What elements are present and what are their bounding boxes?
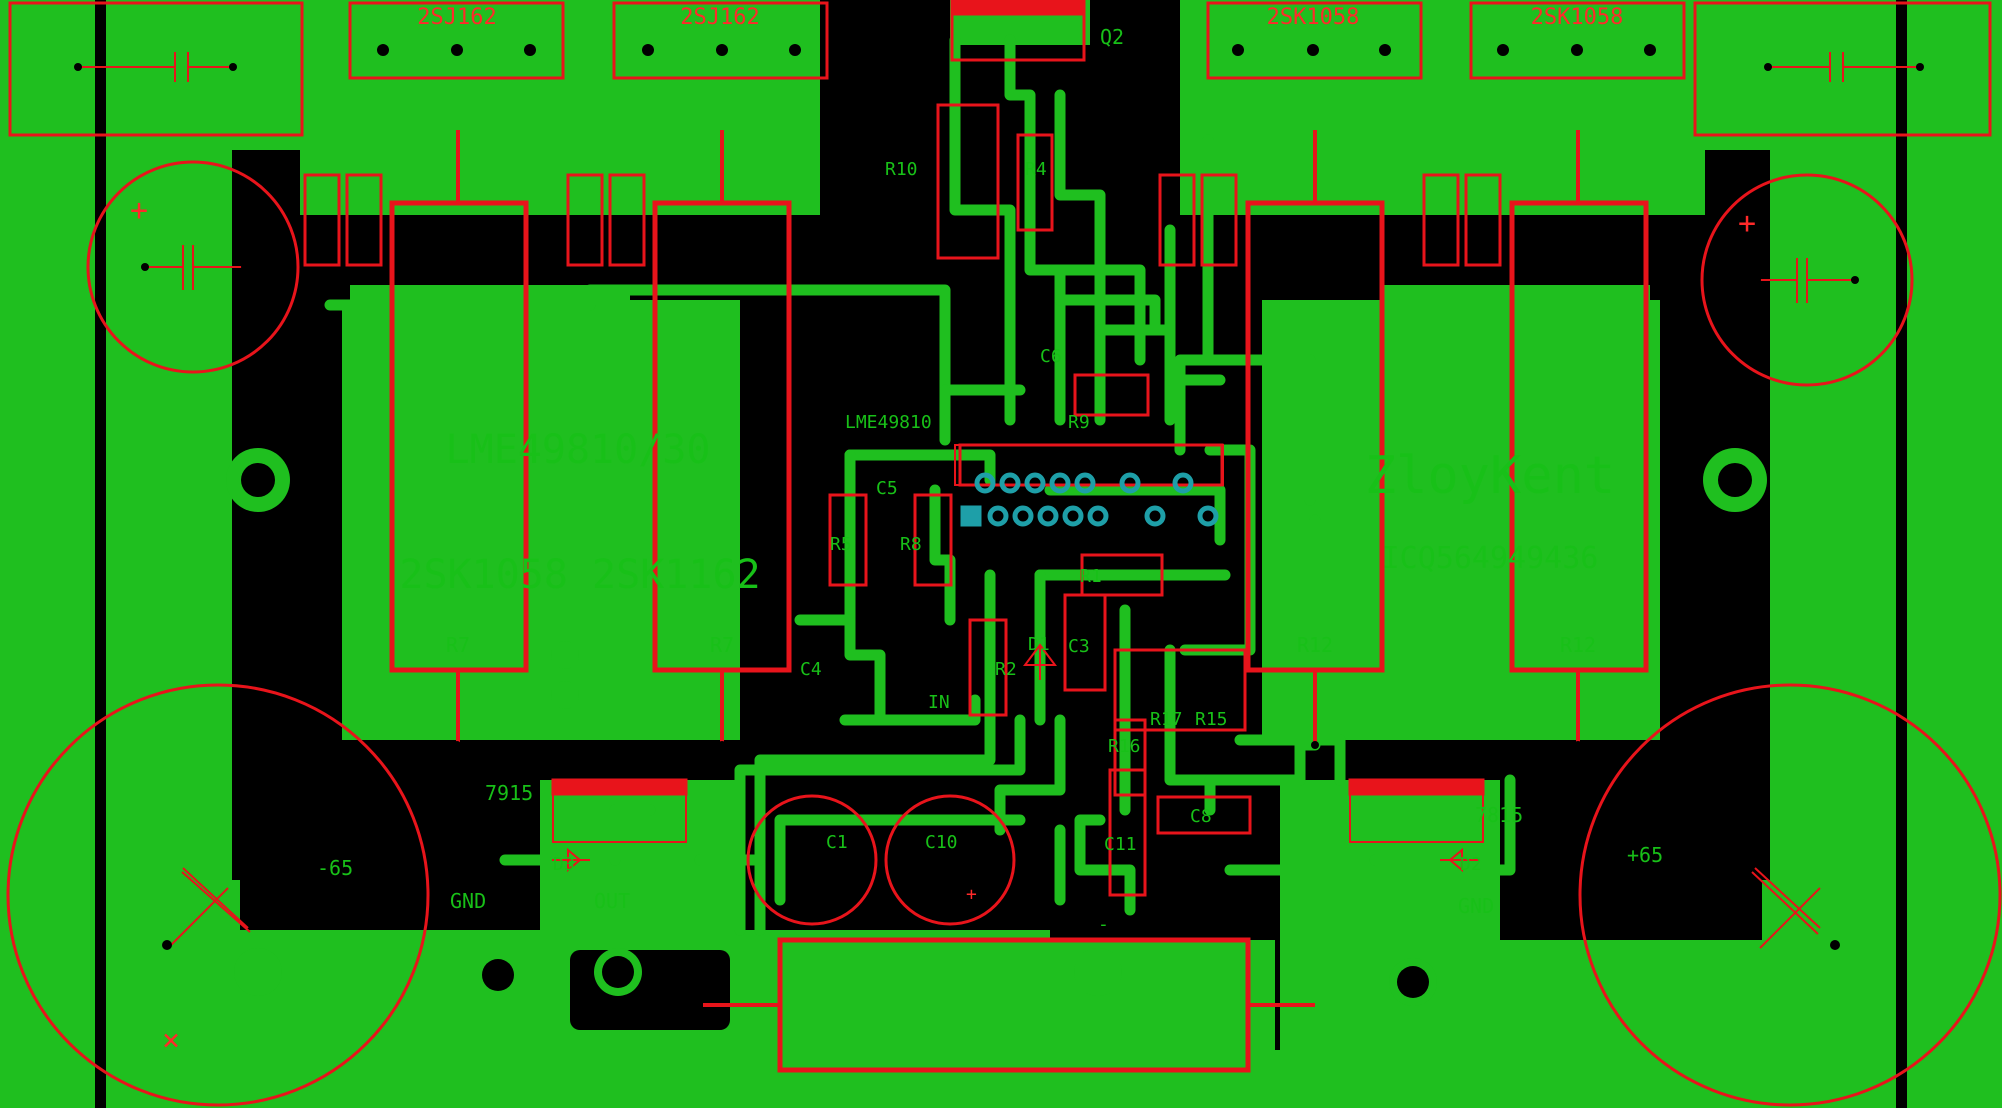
label-d3: D3 bbox=[553, 854, 575, 875]
label-c11: C11 bbox=[1104, 834, 1137, 855]
label-r4: R4 bbox=[1025, 159, 1047, 180]
label-r8: R8 bbox=[900, 534, 922, 555]
label-r1: R1 bbox=[1080, 566, 1102, 587]
cap-c1 bbox=[746, 794, 878, 926]
label-d2: D2 bbox=[1460, 854, 1482, 875]
cap-box-top-right bbox=[1693, 1, 1992, 137]
label-minus-65: -65 bbox=[317, 856, 353, 880]
label-c5: C5 bbox=[876, 478, 898, 499]
copper-left-heatsink-area bbox=[300, 0, 820, 215]
label-q-right-2: 2SK1058 bbox=[1531, 5, 1624, 30]
label-plus-small: + bbox=[966, 884, 977, 905]
label-plus-cap-left: + bbox=[130, 193, 148, 228]
label-c3: C3 bbox=[1068, 636, 1090, 657]
label-c6: C6 bbox=[1040, 346, 1062, 367]
label-gnd-left: GND bbox=[450, 889, 486, 913]
label-q-left-1: 2SJ162 bbox=[417, 5, 496, 30]
label-reg-7815: 7815 bbox=[1475, 803, 1523, 827]
drill-holes bbox=[74, 44, 1924, 950]
copper-right-heatsink-area bbox=[1180, 0, 1705, 215]
label-in: IN bbox=[928, 692, 950, 713]
label-big-title: LME49810/30 bbox=[446, 427, 711, 473]
mounting-holes bbox=[241, 463, 1752, 998]
label-q-right-1: 2SK1058 bbox=[1267, 5, 1360, 30]
label-r2: R2 bbox=[995, 659, 1017, 680]
big-cap-right bbox=[1578, 683, 2002, 1107]
cap-right-mid bbox=[1700, 173, 1914, 387]
label-r9: R9 bbox=[1068, 412, 1090, 433]
label-r10: R10 bbox=[885, 159, 918, 180]
label-c10: C10 bbox=[925, 832, 958, 853]
label-minus-small: - bbox=[1098, 914, 1109, 935]
label-out: OUT bbox=[594, 889, 630, 913]
ic-pins bbox=[960, 472, 1219, 527]
label-brand: ZloyKent bbox=[1365, 446, 1615, 506]
label-c4: C4 bbox=[800, 659, 822, 680]
label-r7-left: R7 bbox=[446, 633, 470, 657]
big-cap-left bbox=[6, 683, 430, 1107]
label-reg-7915: 7915 bbox=[485, 781, 533, 805]
label-r17: R17 bbox=[1150, 709, 1183, 730]
cap-left-mid bbox=[86, 160, 300, 374]
label-c1: C1 bbox=[826, 832, 848, 853]
label-q-left-2: 2SJ162 bbox=[680, 5, 759, 30]
label-x-mark: × bbox=[162, 1023, 180, 1058]
label-gnd-right: GND bbox=[1458, 894, 1494, 918]
cap-c10 bbox=[884, 794, 1016, 926]
label-r7-right: R7 bbox=[710, 633, 734, 657]
ic-lme49810-outline bbox=[954, 444, 1224, 486]
label-c8: C8 bbox=[1190, 806, 1212, 827]
label-r5: R5 bbox=[830, 534, 852, 555]
label-plus-65: +65 bbox=[1627, 843, 1663, 867]
label-icq: ICQ564949436 bbox=[1382, 541, 1599, 576]
label-big-parts: 2SK1058 2SK1162 bbox=[399, 552, 760, 598]
label-d1: D1 bbox=[1028, 634, 1050, 655]
label-q2: Q2 bbox=[1100, 25, 1124, 49]
text-labels: 2SJ162 2SJ162 2SK1058 2SK1058 Q2 R10 R4 … bbox=[130, 5, 1756, 1058]
mount-hole-left bbox=[241, 463, 275, 497]
label-lme-ic: LME49810 bbox=[845, 412, 932, 433]
cap-box-top-left bbox=[8, 1, 304, 137]
label-r12-left: R12 bbox=[1297, 633, 1333, 657]
label-r12-right: R12 bbox=[1560, 633, 1596, 657]
label-r16: R16 bbox=[1108, 736, 1141, 757]
label-r15: R15 bbox=[1195, 709, 1228, 730]
mount-hole-right bbox=[1718, 463, 1752, 497]
label-plus-cap-right: + bbox=[1738, 206, 1756, 241]
silkscreen bbox=[6, 0, 2002, 1107]
